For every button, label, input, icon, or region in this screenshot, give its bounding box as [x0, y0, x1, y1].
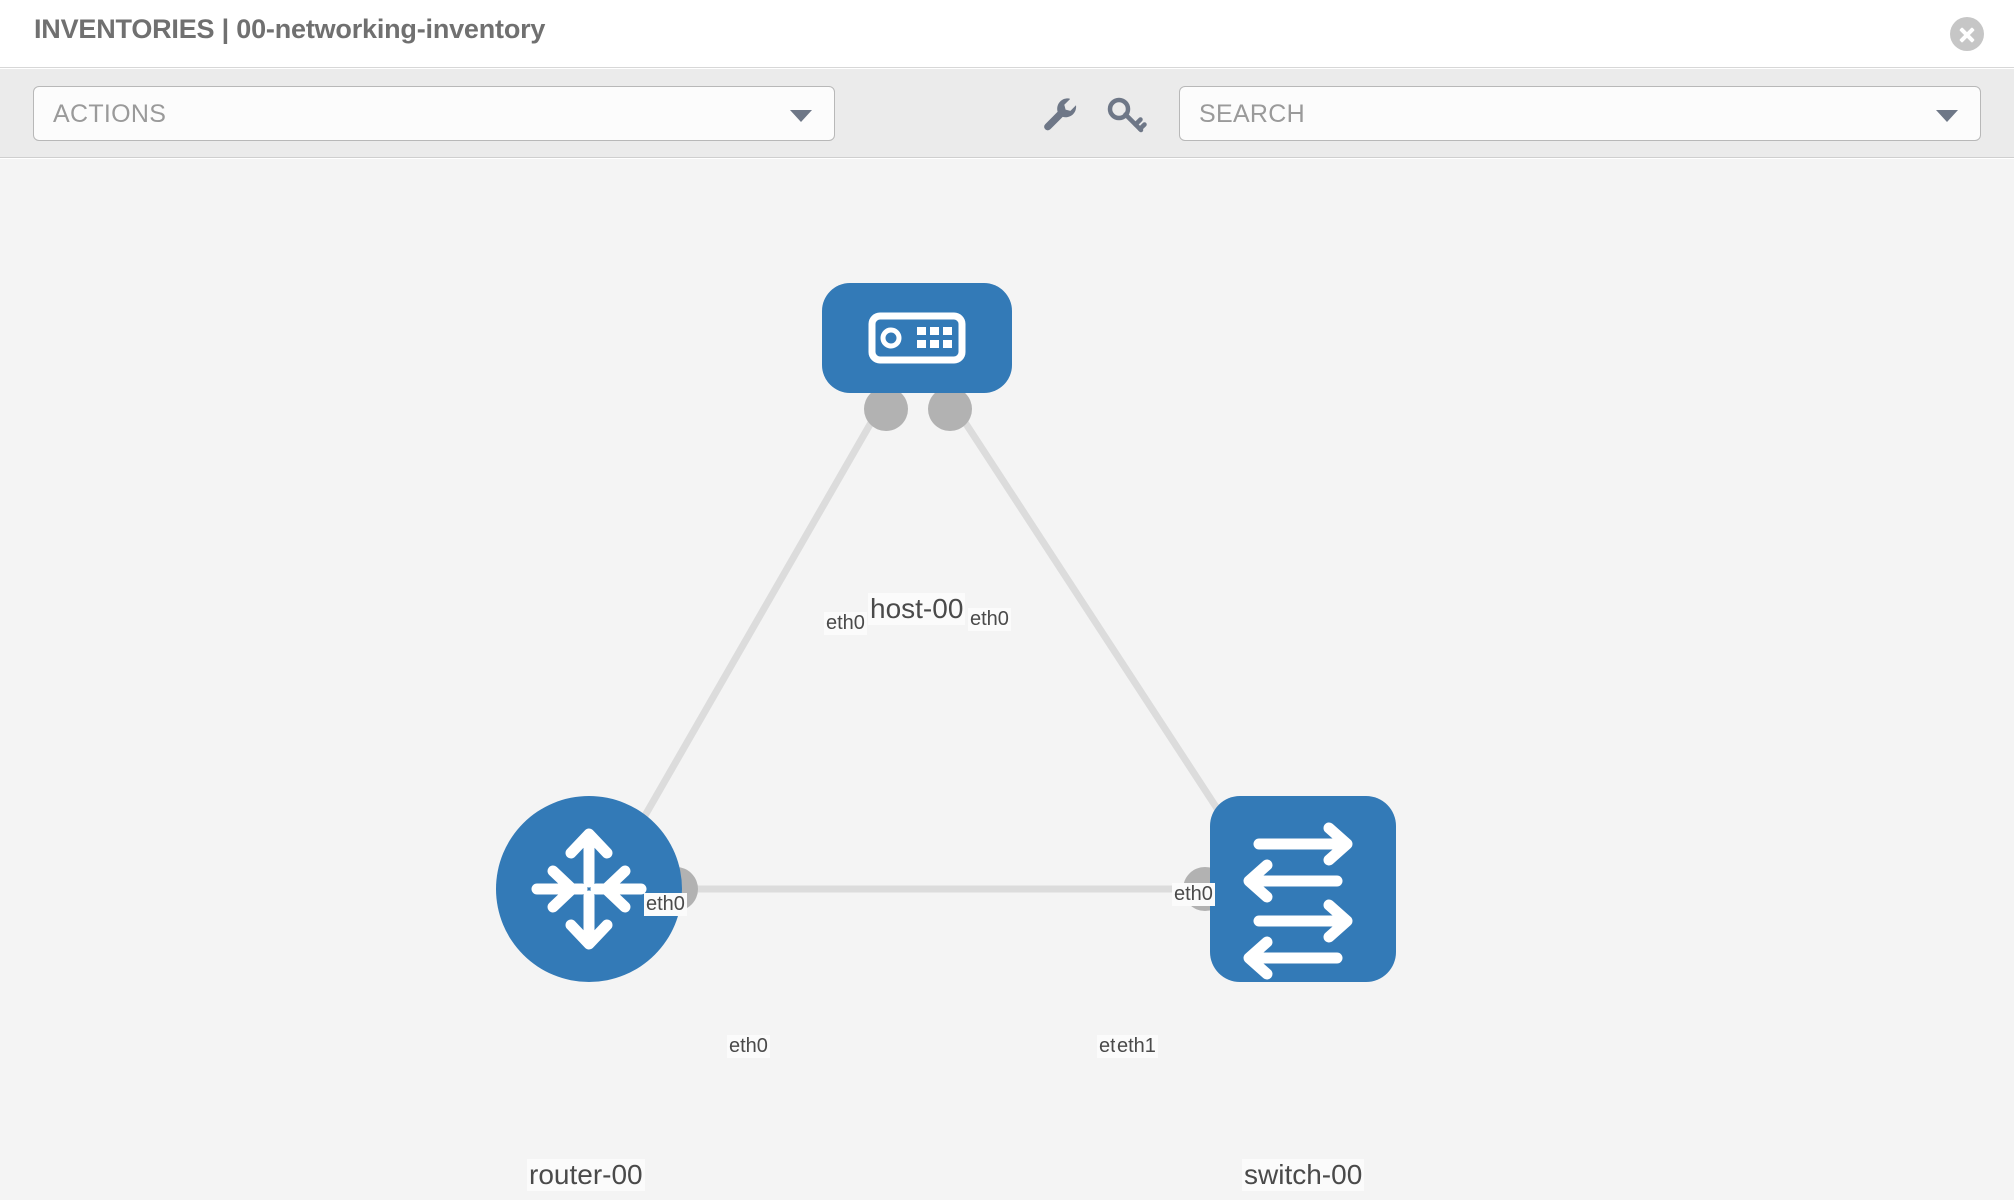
- edge-host-switch: [952, 405, 1253, 861]
- connector-host-right: [928, 387, 972, 431]
- router-arrows-icon: [531, 828, 647, 950]
- router-00-label: router-00: [527, 1159, 645, 1191]
- search-placeholder: SEARCH: [1199, 100, 1305, 128]
- switch-arrows-icon: [1243, 822, 1353, 980]
- chevron-down-icon: [790, 110, 812, 122]
- edge-label-router-right-eth0: eth0: [727, 1035, 770, 1058]
- close-icon[interactable]: [1950, 17, 1984, 51]
- wrench-icon[interactable]: [1036, 91, 1082, 137]
- connector-host-left: [864, 387, 908, 431]
- page-title: INVENTORIES | 00-networking-inventory: [34, 14, 546, 44]
- edge-label-switch-up-eth0: eth0: [1172, 883, 1215, 906]
- actions-dropdown-label: ACTIONS: [53, 100, 167, 128]
- node-host-00[interactable]: [822, 283, 1012, 393]
- switch-00-label: switch-00: [1242, 1159, 1365, 1191]
- edge-host-router: [616, 405, 884, 861]
- edge-label-switch-left-eth1: eth1: [1115, 1035, 1158, 1058]
- chevron-down-icon: [1936, 110, 1958, 122]
- actions-dropdown[interactable]: ACTIONS: [33, 86, 835, 141]
- toolbar: ACTIONS SEARCH: [0, 69, 2014, 158]
- server-icon: [868, 312, 966, 364]
- host-00-label: host-00: [868, 593, 966, 625]
- edge-label-host-left-eth0: eth0: [824, 612, 867, 635]
- topology-graph: [496, 283, 1396, 982]
- topology-canvas[interactable]: host-00 router-00 switch-00 eth0 eth0 et…: [0, 159, 2014, 1200]
- node-router-00[interactable]: [496, 796, 682, 982]
- edge-label-router-up-eth0: eth0: [644, 893, 687, 916]
- page-header: INVENTORIES | 00-networking-inventory: [0, 0, 2014, 68]
- node-switch-00[interactable]: [1210, 796, 1396, 982]
- search-input[interactable]: SEARCH: [1179, 86, 1981, 141]
- edge-label-host-right-eth0: eth0: [968, 608, 1011, 631]
- key-icon[interactable]: [1104, 91, 1150, 137]
